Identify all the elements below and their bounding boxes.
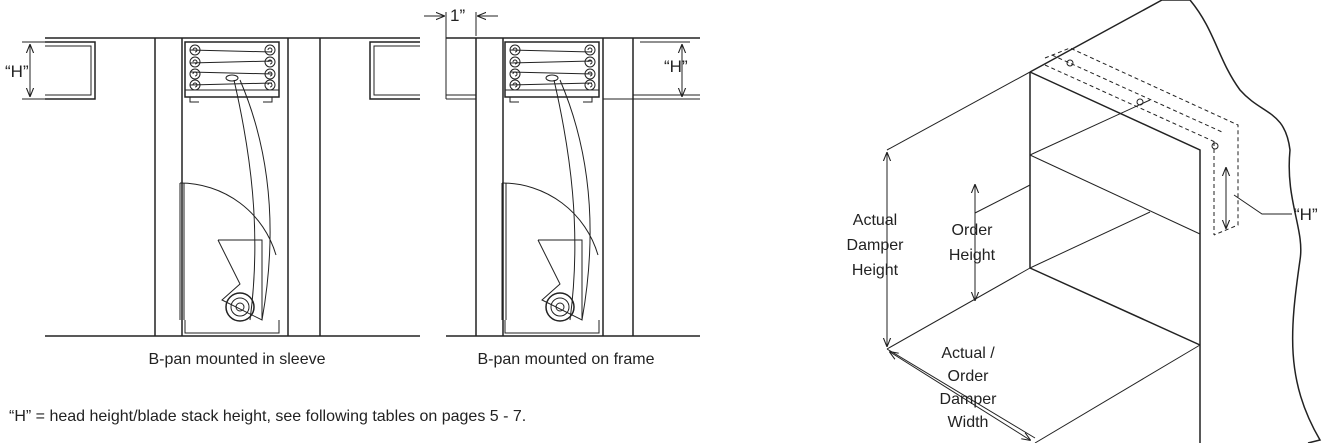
- svg-text:Damper: Damper: [847, 237, 905, 254]
- order-height-label: Order Height: [949, 222, 996, 264]
- left-caption: B-pan mounted in sleeve: [149, 351, 326, 368]
- figure-sleeve-mount: “H” B-pan mounted in sleeve: [5, 37, 420, 368]
- actual-height-label: Actual Damper Height: [847, 212, 905, 279]
- svg-text:Width: Width: [948, 414, 989, 431]
- svg-text:Actual: Actual: [853, 212, 897, 229]
- svg-text:Order: Order: [952, 222, 994, 239]
- width-label: Actual / Order Damper Width: [940, 345, 998, 431]
- middle-h-marker: “H”: [664, 57, 688, 76]
- svg-text:Height: Height: [949, 247, 996, 264]
- figure-isometric-damper: “H” Actual Damper Height Order Height Ac…: [847, 0, 1322, 443]
- figure-frame-mount: 1” “H” B-pan mounted on frame: [424, 6, 700, 368]
- gap-marker: 1”: [450, 6, 465, 25]
- svg-text:Actual /: Actual /: [941, 345, 995, 362]
- middle-caption: B-pan mounted on frame: [478, 351, 655, 368]
- svg-text:Order: Order: [948, 368, 990, 385]
- right-h-marker: “H”: [1294, 205, 1318, 224]
- footnote: “H” = head height/blade stack height, se…: [9, 408, 526, 425]
- svg-text:Damper: Damper: [940, 391, 998, 408]
- left-h-marker: “H”: [5, 62, 29, 81]
- svg-text:Height: Height: [852, 262, 899, 279]
